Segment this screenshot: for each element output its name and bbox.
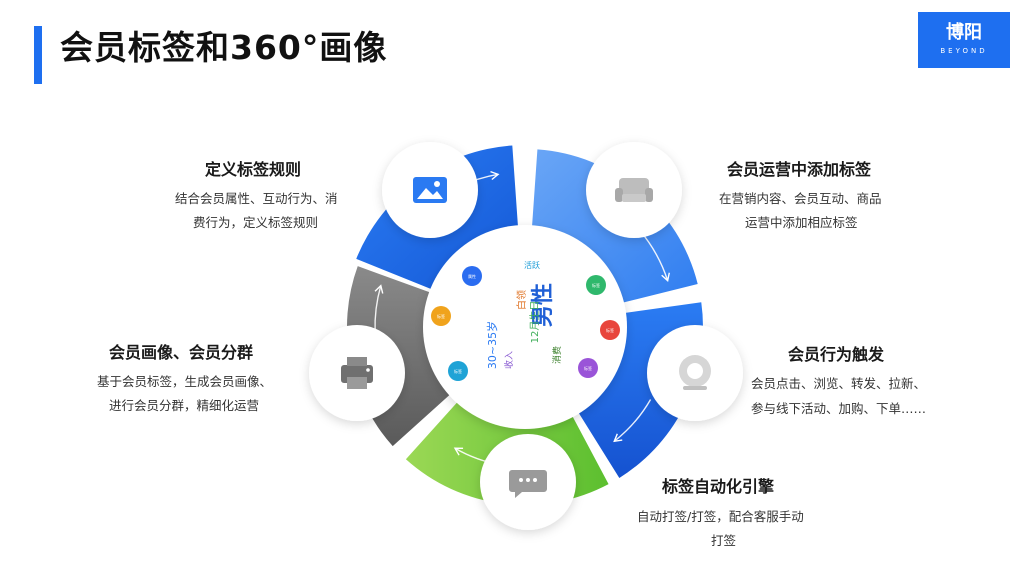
title-accent-bar [34,26,42,84]
flow-arrow-head [374,284,384,294]
flow-arrow-head [453,447,464,456]
step-title-behavior-trigger: 会员行为触发 [788,345,885,364]
step-desc-portrait-grouping-1: 基于会员标签，生成会员画像、 [97,374,273,389]
center-word: 30~35岁 [485,321,499,369]
tag-dot [586,275,606,295]
step-title-tag-engine: 标签自动化引擎 [662,477,775,496]
step-title-define-rules: 定义标签规则 [205,160,302,179]
image-icon [382,142,478,238]
step-desc-add-tags-1: 在营销内容、会员互动、商品 [719,191,882,206]
step-desc-add-tags-2: 运营中添加相应标签 [745,215,858,230]
flow-arrow [613,399,652,442]
logo-name: 博阳 [946,22,982,43]
tag-dot-label: 标签 [437,313,445,319]
step-desc-tag-engine-1: 自动打签/打签，配合客服手动 [637,509,804,524]
step-title-add-tags: 会员运营中添加标签 [727,160,872,179]
center-word: 活跃 [524,260,540,270]
center-word: 白领 [515,290,528,310]
step-desc-behavior-trigger-1: 会员点击、浏览、转发、拉新、 [751,376,927,391]
center-word: 消费 [551,346,563,364]
step-desc-portrait-grouping-2: 进行会员分群，精细化运营 [109,398,260,413]
step-desc-tag-engine-2: 打签 [711,533,737,548]
tag-dot-label: 标签 [584,365,592,371]
tag-dot-label: 属性 [468,273,476,279]
tag-dot [448,361,468,381]
step-desc-define-rules-2: 费行为，定义标签规则 [193,215,319,230]
speaker-icon [647,325,743,421]
center-circle [423,225,627,429]
tag-dot [600,320,620,340]
tag-dot-label: 标签 [592,282,600,288]
tag-dot-label: 标签 [454,368,462,374]
tag-dot [431,306,451,326]
center-word: 收入 [503,351,515,369]
logo-subtitle: BEYOND [940,47,988,55]
flow-arrow-head [661,272,670,282]
tag-dot [462,266,482,286]
center-word: 男性 [531,283,556,327]
step-title-portrait-grouping: 会员画像、会员分群 [109,343,254,362]
chat-icon [480,434,576,530]
step-desc-behavior-trigger-2: 参与线下活动、加购、下单…… [751,401,927,416]
center-word: 12月生日 [528,301,541,344]
step-desc-define-rules-1: 结合会员属性、互动行为、消 [175,191,338,206]
brand-logo: 博阳 BEYOND [918,12,1010,68]
page-title: 会员标签和360°画像 [60,28,388,67]
sofa-icon [586,142,682,238]
flow-arrow-head [613,433,623,443]
tag-dot [578,358,598,378]
tag-dot-label: 标签 [606,327,614,333]
flow-arrow-head [490,170,500,181]
printer-icon [309,325,405,421]
